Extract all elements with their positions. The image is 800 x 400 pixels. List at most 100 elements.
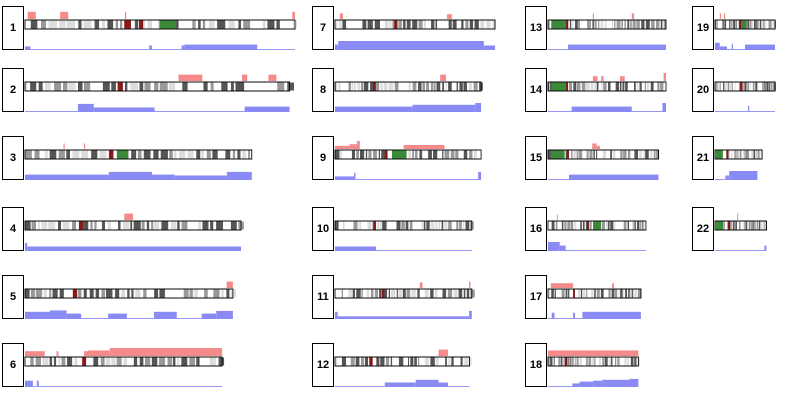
ideogram-band bbox=[723, 150, 725, 159]
loss-segment bbox=[126, 318, 154, 319]
chromosome-label: 22 bbox=[692, 207, 714, 251]
ideogram-band bbox=[238, 20, 241, 29]
ideogram-band bbox=[636, 20, 640, 29]
ideogram-band bbox=[353, 221, 358, 230]
ideogram-band bbox=[758, 82, 759, 91]
loss-segment bbox=[152, 174, 175, 180]
loss-segment bbox=[568, 44, 666, 50]
ideogram-band bbox=[762, 82, 764, 91]
ideogram-band bbox=[740, 150, 742, 159]
ideogram-band bbox=[146, 221, 150, 230]
ideogram-band bbox=[720, 82, 723, 91]
ideogram-band bbox=[387, 221, 392, 230]
ideogram-band bbox=[735, 20, 737, 29]
ideogram-band bbox=[399, 82, 402, 91]
ideogram-band bbox=[201, 150, 204, 159]
highlight-region bbox=[116, 150, 129, 159]
ideogram-band bbox=[759, 150, 761, 159]
ideogram-band bbox=[179, 150, 186, 159]
chromosome-label: 3 bbox=[2, 136, 24, 180]
ideogram-band bbox=[360, 357, 364, 366]
ideogram-band bbox=[62, 221, 70, 230]
ideogram-band bbox=[181, 221, 188, 230]
ideogram-band bbox=[731, 221, 733, 230]
gain-segment bbox=[339, 13, 343, 19]
ideogram-band bbox=[216, 82, 219, 91]
chromosome-label: 2 bbox=[2, 68, 24, 112]
ideogram-band bbox=[739, 82, 741, 91]
ideogram-band bbox=[751, 20, 754, 29]
ideogram-outline bbox=[547, 81, 667, 92]
chromosome-label: 18 bbox=[525, 343, 547, 387]
ideogram-band bbox=[651, 20, 655, 29]
ideogram-band bbox=[750, 82, 753, 91]
ideogram-band bbox=[94, 221, 97, 230]
ideogram-band bbox=[459, 82, 463, 91]
ideogram-band bbox=[752, 150, 754, 159]
loss-segment bbox=[353, 172, 356, 180]
ideogram-band bbox=[174, 289, 182, 298]
ideogram-band bbox=[30, 289, 35, 298]
ideogram-band bbox=[757, 20, 759, 29]
ideogram-band bbox=[210, 221, 214, 230]
loss-segment bbox=[30, 49, 150, 50]
loss-segment bbox=[335, 106, 413, 112]
ideogram-band bbox=[189, 357, 195, 366]
highlight-region bbox=[715, 221, 724, 230]
ideogram-band bbox=[444, 20, 448, 29]
gain-segment bbox=[241, 74, 248, 81]
loss-segment bbox=[572, 383, 580, 387]
loss-segment bbox=[565, 250, 646, 251]
ideogram-band bbox=[144, 357, 151, 366]
ideogram-band bbox=[48, 20, 58, 29]
ideogram-band bbox=[335, 150, 340, 159]
ideogram-band bbox=[351, 82, 354, 91]
chromosome-label: 12 bbox=[312, 343, 334, 387]
ideogram-band bbox=[727, 82, 730, 91]
ideogram-band bbox=[226, 289, 230, 298]
ideogram-band bbox=[569, 20, 572, 29]
ideogram-band bbox=[267, 20, 275, 29]
centromere bbox=[117, 82, 123, 91]
ideogram-band bbox=[66, 20, 75, 29]
ideogram-band bbox=[732, 150, 733, 159]
ideogram-band bbox=[335, 221, 339, 230]
ideogram-band bbox=[237, 150, 241, 159]
gain-segment bbox=[109, 348, 223, 356]
ideogram-band bbox=[216, 221, 223, 230]
ideogram-band bbox=[404, 357, 407, 366]
loss-segment bbox=[574, 318, 583, 319]
ideogram-band bbox=[373, 150, 377, 159]
ideogram-band bbox=[614, 20, 616, 29]
ideogram-band bbox=[418, 82, 422, 91]
ideogram-band bbox=[654, 82, 656, 91]
ideogram-band bbox=[66, 150, 70, 159]
ideogram-band bbox=[41, 221, 48, 230]
gain-segment bbox=[592, 76, 598, 81]
ideogram-band bbox=[363, 82, 369, 91]
ideogram-band bbox=[580, 20, 584, 29]
gain-segment bbox=[592, 13, 595, 19]
ideogram-band bbox=[377, 221, 380, 230]
ideogram-band bbox=[167, 357, 173, 366]
ideogram-band bbox=[415, 221, 420, 230]
ideogram-band bbox=[202, 221, 209, 230]
ideogram-band bbox=[192, 20, 196, 29]
ideogram-band bbox=[127, 289, 130, 298]
chromosome-label: 20 bbox=[692, 68, 714, 112]
ideogram-band bbox=[723, 82, 725, 91]
ideogram-band bbox=[611, 20, 614, 29]
loss-segment bbox=[355, 179, 479, 180]
ideogram-band bbox=[107, 20, 114, 29]
ideogram-band bbox=[445, 357, 447, 366]
loss-segment bbox=[548, 111, 572, 112]
ideogram-band bbox=[725, 82, 728, 91]
ideogram-band bbox=[168, 82, 176, 91]
ideogram-band bbox=[754, 221, 756, 230]
ideogram-band bbox=[561, 289, 565, 298]
ideogram-band bbox=[101, 221, 105, 230]
ideogram-band bbox=[593, 150, 595, 159]
ideogram-band bbox=[367, 221, 372, 230]
